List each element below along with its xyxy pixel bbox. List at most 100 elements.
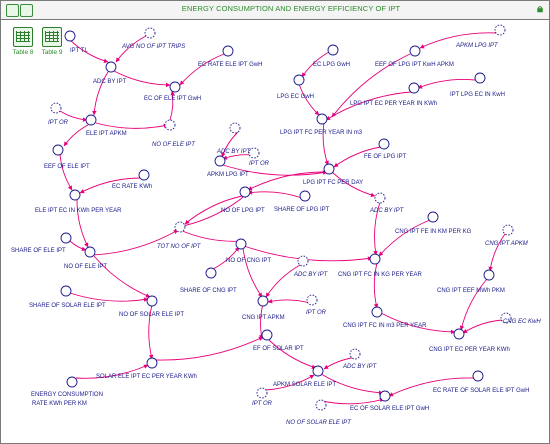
causal-link-arrow[interactable]: [59, 110, 88, 122]
causal-link-arrow[interactable]: [331, 53, 411, 118]
ghost-variable-tot-no-of-ipt[interactable]: TOT NO OF IPT: [157, 221, 202, 250]
causal-link-arrow[interactable]: [212, 246, 240, 270]
table-8-button[interactable]: Table 8: [8, 27, 38, 56]
variable-node-circle[interactable]: [144, 27, 156, 39]
causal-link-arrow[interactable]: [267, 298, 311, 304]
variable-solar-ele-ipt-ec[interactable]: SOLAR ELE IPT EC PER YEAR KWh: [96, 357, 197, 380]
ghost-variable-ipt-or[interactable]: IPT OR: [306, 294, 327, 316]
variable-ec-rate-ele-ipt[interactable]: EC RATE ELE IPT GwH: [198, 45, 262, 68]
variable-eef-of-lpg-ipt[interactable]: EEF OF LPG IPT KwH APKM: [375, 45, 454, 68]
variable-no-of-ele-ipt[interactable]: NO OF ELE IPT: [64, 246, 107, 270]
variable-lpg-ipt-ec-per-year[interactable]: LPG IPT EC PER YEAR IN KWh: [350, 82, 437, 107]
variable-node-circle[interactable]: [84, 246, 96, 258]
causal-link-arrow[interactable]: [488, 233, 506, 272]
variable-node-circle[interactable]: [52, 144, 64, 156]
causal-link-arrow[interactable]: [419, 32, 497, 49]
causal-link-arrow[interactable]: [322, 122, 329, 166]
causal-link-arrow[interactable]: [459, 278, 488, 331]
variable-node-circle[interactable]: [146, 357, 158, 369]
variable-ec-of-ele-ipt[interactable]: EC OF ELE IPT GwH: [144, 81, 201, 102]
causal-link-arrow[interactable]: [69, 39, 109, 63]
variable-node-circle[interactable]: [472, 370, 484, 382]
variable-lpg-ipt-fc-per-day[interactable]: LPG IPT FC PER DAY: [303, 163, 363, 186]
causal-link-arrow[interactable]: [222, 164, 328, 176]
variable-node-circle[interactable]: [138, 169, 150, 181]
ghost-variable-no-of-solar-ele-ipt-ghost[interactable]: NO OF SOLAR ELE IPT: [286, 399, 352, 426]
causal-link-arrow[interactable]: [320, 373, 384, 395]
variable-node-circle[interactable]: [248, 147, 260, 159]
causal-link-arrow[interactable]: [75, 364, 149, 379]
causal-link-arrow[interactable]: [301, 51, 330, 78]
variable-node-circle[interactable]: [222, 45, 234, 57]
causal-link-arrow[interactable]: [63, 124, 89, 147]
ghost-variable-ipt-or[interactable]: IPT OR: [248, 147, 270, 167]
window-mode-icon[interactable]: [20, 4, 33, 17]
ghost-variable-adc-by-ipt[interactable]: ADC BY IPT: [342, 348, 378, 370]
variable-node-circle[interactable]: [293, 74, 305, 86]
variable-node-circle[interactable]: [164, 119, 176, 131]
causal-link-arrow[interactable]: [242, 247, 263, 298]
causal-link-arrow[interactable]: [321, 397, 385, 405]
causal-link-arrow[interactable]: [179, 53, 225, 86]
variable-ec-rate-kwh[interactable]: EC RATE KWh: [112, 169, 152, 190]
causal-link-arrow[interactable]: [373, 201, 381, 256]
variable-cng-ipt-ec-per-year[interactable]: CNG IPT EC PER YEAR KWh: [429, 328, 510, 353]
causal-link-arrow[interactable]: [221, 131, 239, 158]
causal-link-arrow[interactable]: [79, 177, 141, 194]
variable-cng-ipt-apkm[interactable]: CNG IPT APKM: [242, 295, 285, 321]
ghost-variable-cng-ec-kwh[interactable]: CNG EC KwH: [500, 312, 541, 325]
variable-node-circle[interactable]: [64, 30, 76, 42]
variable-node-circle[interactable]: [256, 387, 268, 399]
causal-link-arrow[interactable]: [95, 122, 169, 129]
variable-node-circle[interactable]: [66, 376, 78, 388]
variable-node-circle[interactable]: [297, 255, 309, 267]
causal-link-arrow[interactable]: [91, 229, 179, 256]
ghost-variable-adc-by-ipt[interactable]: ADC BY IPT: [369, 192, 405, 214]
variable-node-circle[interactable]: [349, 348, 361, 360]
causal-link-arrow[interactable]: [59, 153, 73, 191]
causal-link-arrow[interactable]: [222, 154, 253, 160]
causal-link-arrow[interactable]: [378, 219, 431, 257]
causal-link-arrow[interactable]: [113, 70, 171, 88]
variable-share-of-solar-ele-ipt[interactable]: SHARE OF SOLAR ELE IPT: [29, 285, 106, 309]
causal-link-arrow[interactable]: [155, 336, 264, 361]
variable-node-circle[interactable]: [502, 224, 514, 236]
variable-ipt-tl[interactable]: IPT TL: [64, 30, 88, 54]
variable-no-of-lpg-ipt[interactable]: NO OF LPG IPT: [221, 186, 265, 214]
causal-link-arrow[interactable]: [265, 264, 301, 298]
variable-share-of-ele-ipt[interactable]: SHARE OF ELE IPT: [11, 232, 72, 254]
variable-node-circle[interactable]: [427, 211, 439, 223]
variable-node-circle[interactable]: [299, 190, 311, 202]
variable-ele-ipt-apkm[interactable]: ELE IPT APKM: [85, 114, 127, 137]
variable-no-of-solar-ele-ipt[interactable]: NO OF SOLAR ELE IPT: [119, 295, 184, 318]
variable-node-circle[interactable]: [316, 113, 328, 125]
variable-fe-of-lpg-ipt[interactable]: FE OF LPG IPT: [364, 138, 407, 160]
variable-eef-of-ele-ipt[interactable]: EEF OF ELE IPT: [44, 144, 90, 170]
causal-link-arrow[interactable]: [265, 374, 315, 391]
variable-cng-ipt-fc-m3[interactable]: CNG IPT FC IN m3 PER YEAR: [343, 306, 427, 329]
causal-link-arrow[interactable]: [69, 240, 87, 252]
variable-node-circle[interactable]: [306, 294, 318, 306]
variable-ec-lpg[interactable]: EC LPG GwH: [313, 44, 350, 68]
causal-link-arrow[interactable]: [247, 190, 303, 199]
variable-node-circle[interactable]: [453, 328, 465, 340]
causal-link-arrow[interactable]: [462, 319, 503, 334]
variable-node-circle[interactable]: [371, 306, 383, 318]
causal-link-arrow[interactable]: [184, 195, 243, 225]
variable-no-of-cng-ipt[interactable]: NO OF CNG IPT: [226, 238, 271, 264]
variable-ele-ipt-ec-kwh-per-year[interactable]: ELE IPT EC IN KWh PER YEAR: [35, 189, 122, 214]
causal-link-arrow[interactable]: [169, 90, 175, 121]
variable-ef-of-solar-ipt[interactable]: EF OF SOLAR IPT: [253, 329, 304, 352]
variable-node-circle[interactable]: [408, 82, 420, 94]
lock-icon[interactable]: 🔒︎: [537, 3, 543, 15]
variable-cng-ipt-fc-kg[interactable]: CNG IPT FC IN KG PER YEAR: [338, 253, 422, 278]
causal-link-arrow[interactable]: [333, 146, 382, 168]
causal-link-arrow[interactable]: [331, 171, 376, 198]
causal-link-arrow[interactable]: [93, 255, 151, 298]
causal-link-arrow[interactable]: [325, 91, 412, 121]
variable-node-circle[interactable]: [374, 192, 386, 204]
causal-link-arrow[interactable]: [298, 83, 320, 116]
causal-link-arrow[interactable]: [380, 312, 456, 335]
variable-node-circle[interactable]: [369, 253, 381, 265]
variable-node-circle[interactable]: [205, 267, 217, 279]
